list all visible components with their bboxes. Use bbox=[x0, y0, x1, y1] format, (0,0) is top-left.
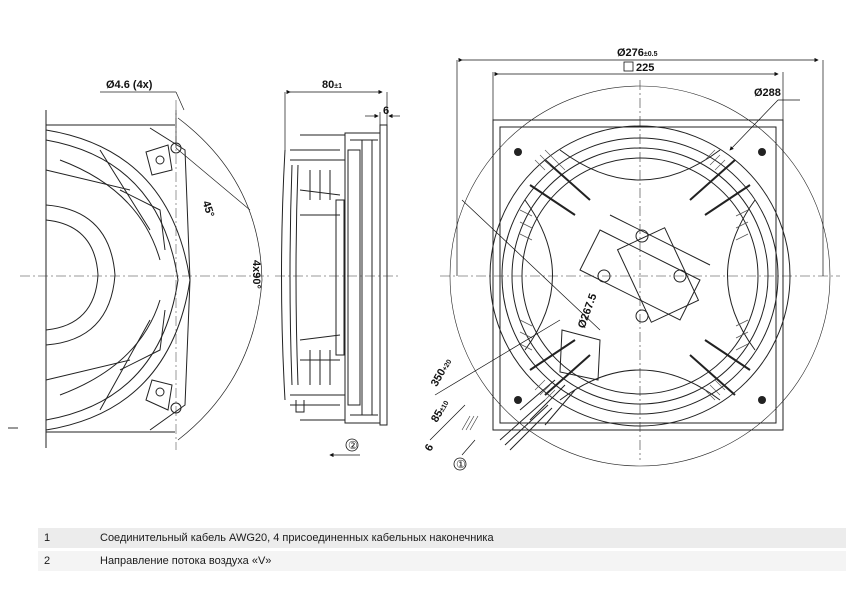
hole-dim-label: Ø4.6 (4x) bbox=[106, 79, 153, 91]
right-dim-lines bbox=[429, 57, 824, 456]
callout-1-marker bbox=[453, 457, 467, 471]
strip-length-label: 85±10 bbox=[429, 398, 451, 425]
outer-dia-label: Ø276±0.5 bbox=[617, 47, 658, 59]
callout-2-marker bbox=[345, 438, 359, 452]
technical-drawing: Ø4.6 (4x) 45° 4x90° 80±1 6 ② bbox=[8, 47, 840, 471]
cable-callout bbox=[461, 415, 479, 431]
angle-45-label: 45° bbox=[200, 199, 217, 219]
flange-dim-label: 6 bbox=[383, 105, 389, 117]
left-front-view bbox=[45, 91, 263, 448]
cable-length-label: 350+20 bbox=[429, 356, 455, 388]
ring-dia-label: Ø288 bbox=[754, 87, 781, 99]
side-dim-lines bbox=[284, 89, 400, 458]
callout-1-label: ① bbox=[456, 459, 466, 471]
legend-table: 1 Соединительный кабель AWG20, 4 присоед… bbox=[38, 528, 846, 574]
callout-2-label: ② bbox=[348, 440, 358, 452]
legend-text: Соединительный кабель AWG20, 4 присоедин… bbox=[100, 532, 494, 544]
square-dim-label: 225 bbox=[636, 62, 654, 74]
legend-number: 2 bbox=[44, 555, 51, 567]
angle-4x90-label: 4x90° bbox=[250, 260, 262, 289]
legend-text: Направление потока воздуха «V» bbox=[100, 555, 272, 567]
legend-row: 2 Направление потока воздуха «V» bbox=[38, 551, 846, 571]
square-symbol bbox=[623, 61, 634, 72]
strip-end-label: 6 bbox=[423, 442, 436, 453]
legend-row: 1 Соединительный кабель AWG20, 4 присоед… bbox=[38, 528, 846, 548]
side-view bbox=[281, 124, 388, 426]
depth-dim-label: 80±1 bbox=[322, 79, 342, 91]
mount-holes-right bbox=[514, 148, 766, 404]
right-front-hatching bbox=[519, 149, 749, 401]
legend-number: 1 bbox=[44, 532, 51, 544]
